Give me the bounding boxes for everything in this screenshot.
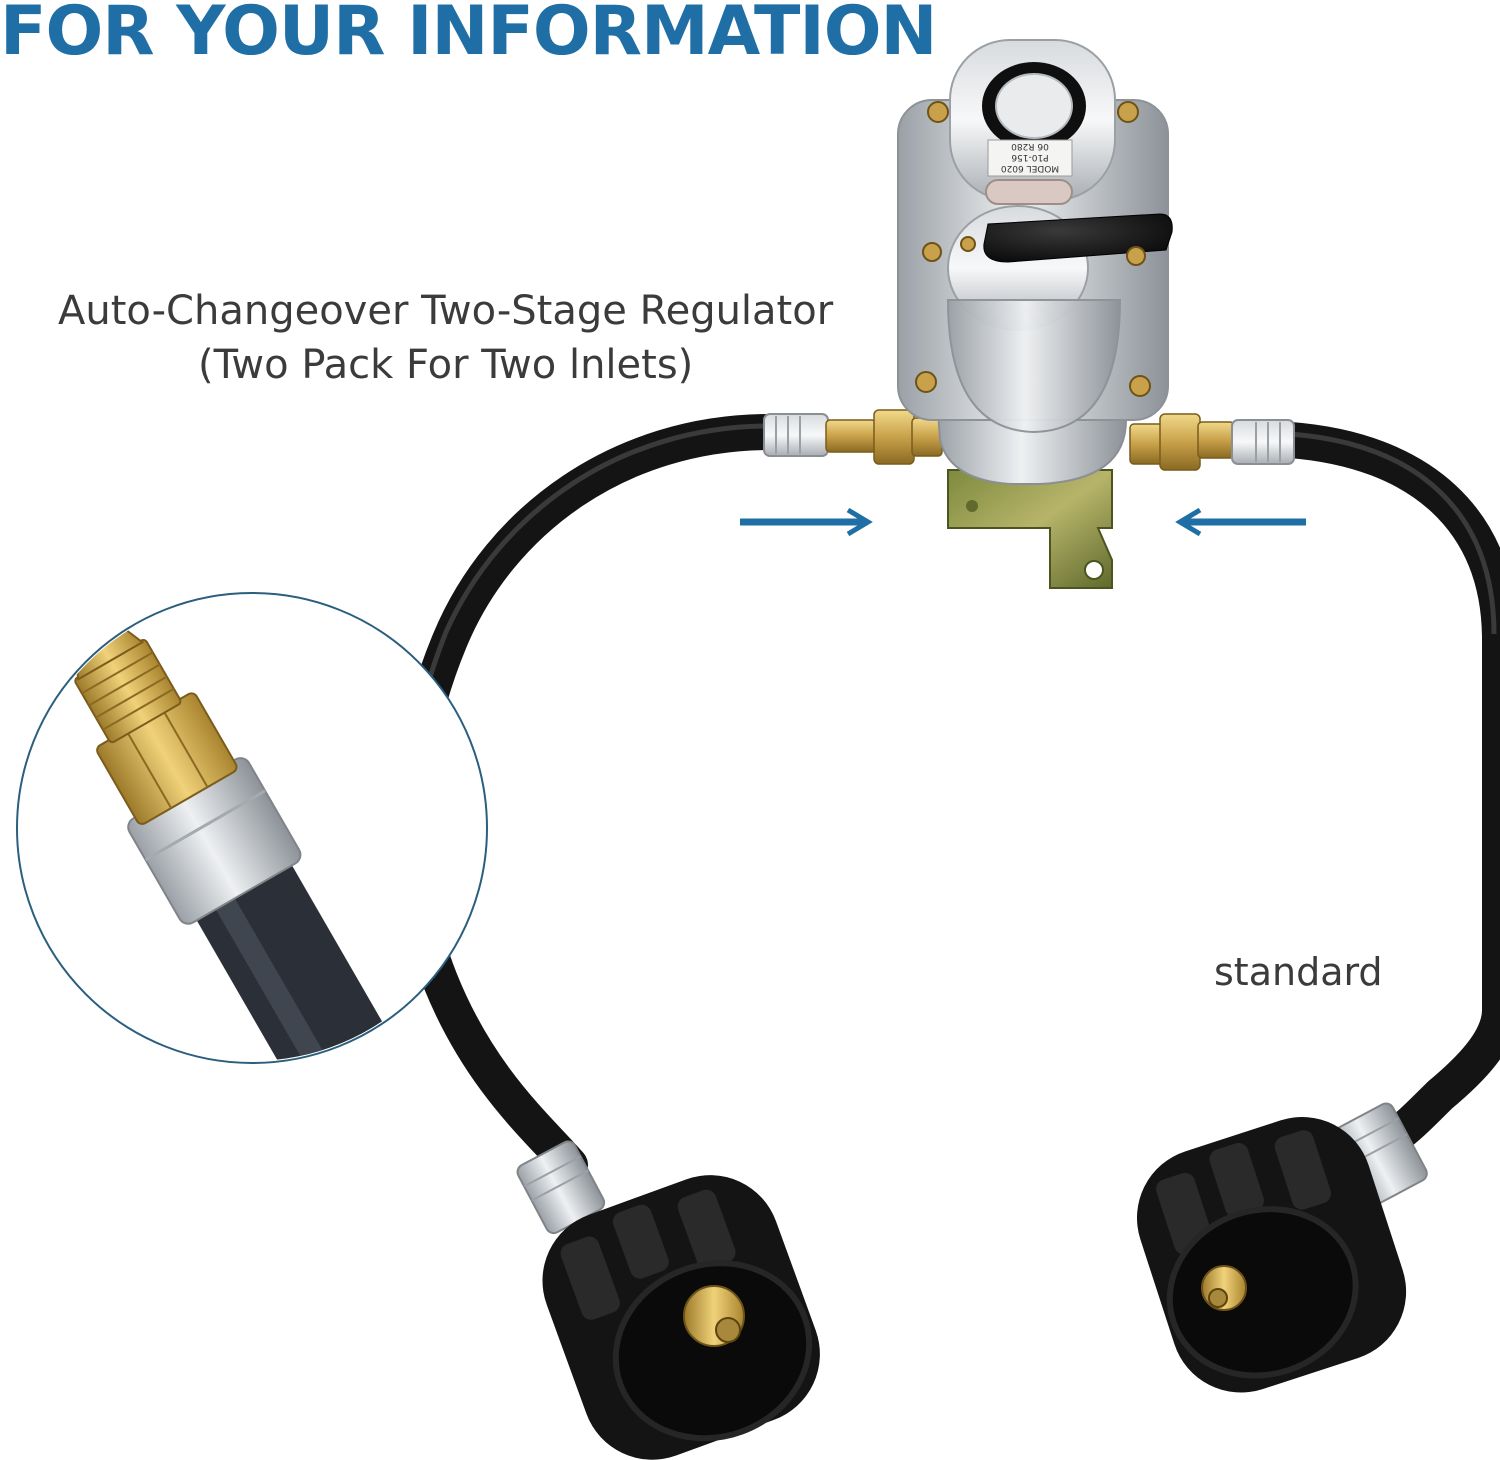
left-inlet-fitting — [763, 409, 943, 465]
right-inlet-fitting — [1129, 413, 1295, 471]
changeover-lever — [983, 213, 1173, 263]
regulator-label-line2: P10-156 — [1011, 152, 1049, 162]
regulator: MODEL 6020 P10-156 06 R280 — [897, 39, 1173, 589]
right-hose — [1272, 422, 1500, 1158]
regulator-label-line1: MODEL 6020 — [1001, 163, 1060, 173]
regulator-label-line3: 06 R280 — [1011, 141, 1049, 151]
product-caption-line1: Auto-Changeover Two-Stage Regulator — [58, 288, 834, 334]
left-tank-connector — [516, 1140, 820, 1460]
left-inlet-arrow — [740, 507, 873, 537]
product-caption-line2: (Two Pack For Two lnlets) — [198, 342, 694, 388]
right-tank-connector — [1136, 1102, 1428, 1393]
mounting-bracket — [947, 469, 1113, 589]
standard-label: standard — [1214, 950, 1383, 994]
page-heading: FOR YOUR INFORMATION — [0, 0, 937, 71]
right-inlet-arrow — [1175, 507, 1306, 537]
fitting-closeup-inset — [16, 592, 488, 1064]
regulator-screws — [915, 101, 1151, 397]
